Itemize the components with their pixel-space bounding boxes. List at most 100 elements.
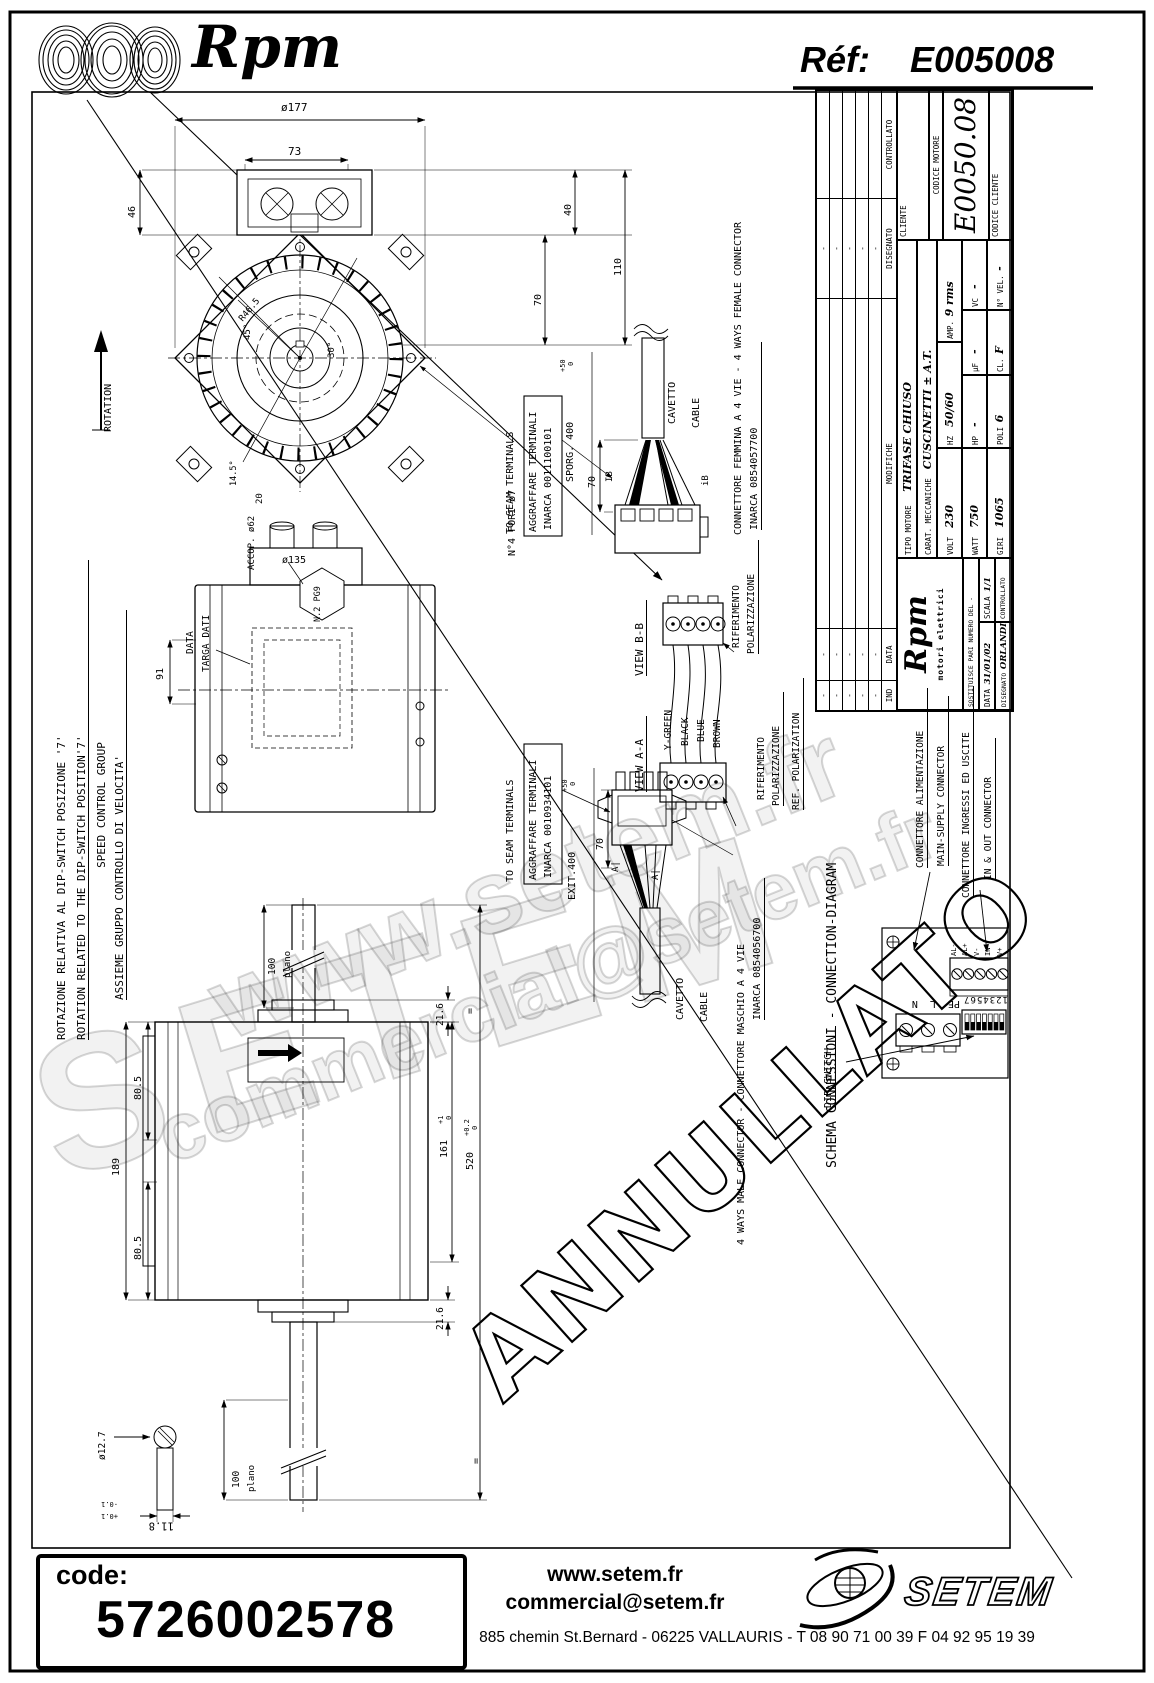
dim-520: 520 [465, 1151, 476, 1170]
dip-switch-label: DIP-SWITCH [823, 1026, 836, 1108]
tb-carat-row: CARAT. MECCANICHE CUSCINETTI ± A.T. [917, 240, 937, 558]
footer-email[interactable]: commercial@setem.fr [505, 1591, 725, 1614]
dim-100-bot: 100 [231, 1470, 242, 1488]
crimp-male-1: AGGRAFFARE TERMINALI [528, 759, 539, 880]
rev-col-data: DATA [882, 628, 897, 680]
dim-70-female: 70 [587, 475, 598, 488]
plano-top: plano [283, 950, 293, 978]
tb-tipo-row: TIPO MOTORE TRIFASE CHIUSO [897, 240, 917, 558]
ref-label: Réf: [800, 39, 870, 80]
rev-dash: - [817, 680, 830, 710]
seam-terminals-female: TO SEAM TERMINALS [505, 431, 516, 534]
angle-145: 14.5° [229, 460, 239, 486]
dim-805-bot: 80.5 [133, 1235, 144, 1260]
ib-label-1: IB [605, 471, 615, 482]
setem-brand-text: SETEM [901, 1569, 1057, 1615]
plate-label-en: DATA [185, 631, 196, 654]
rif-polar-2a: RIFERIMENTO [756, 737, 767, 800]
rev-col-disegnato: DISEGNATO [882, 198, 897, 298]
female-connector-code: INARCA 0854057700 [749, 342, 762, 530]
tb-watt-cell: WATT 750 [962, 448, 987, 558]
rev-col-modifiche: MODIFICHE [882, 298, 897, 628]
tol-520-z: 0 [471, 1125, 479, 1130]
tb-controllato-cell: CONTROLLATO [995, 558, 1012, 622]
accop-label: ACCOP. ø62 [247, 515, 257, 570]
male-connector-code: INARCA 0854056700 [752, 878, 765, 1020]
dim-d135: ø135 [282, 555, 307, 566]
dim-40: 40 [563, 203, 574, 216]
ref-polarization: REF. POLARIZATION [791, 678, 804, 810]
pg9-label: N.2 PG9 [313, 586, 323, 622]
note-rotazione-it: ROTAZIONE RELATIVA AL DIP-SWITCH POSIZIO… [55, 735, 68, 1040]
dim-d127: ø12.7 [97, 1431, 108, 1460]
rif-polar-1b: POLARIZZAZIONE [746, 540, 759, 654]
ref-value: E005008 [910, 39, 1055, 80]
tol-161-z: 0 [445, 1115, 453, 1120]
wire-blue: BLUE [696, 719, 707, 742]
tb-logo-sub: motori elettrici [936, 587, 945, 681]
alim-label-en: MAIN-SUPPLY CONNECTOR [936, 696, 949, 866]
note-rotation-en: ROTATION RELATED TO THE DIP-SWITCH POSIT… [75, 560, 89, 1040]
sporg-tol-p: +50 [559, 359, 567, 372]
tb-hp-cell: HP - [962, 375, 987, 448]
tb-cliente-cell: CLIENTE [897, 90, 929, 240]
cable-female: CABLE [691, 397, 702, 428]
tb-nvel-cell: N° VEL. - [987, 240, 1012, 310]
cable-male: CABLE [699, 991, 710, 1022]
dim-100-top: 100 [267, 957, 278, 975]
io-label-en: IN & OUT CONNECTOR [983, 738, 996, 880]
terminal-v-minus: V- [973, 947, 981, 956]
crimp-female-2: INARCA 0011100101 [543, 427, 554, 530]
dim-73: 73 [288, 145, 302, 158]
eq-top: = [465, 1007, 476, 1014]
note-speed-group-it: ASSIEME GRUPPO CONTROLLO DI VELOCITA' [113, 610, 127, 1000]
dip-numbers: 1234567 [963, 994, 1008, 1004]
dim-d177: ø177 [281, 101, 308, 114]
seam-terminals-male: TO SEAM TERMINALS [505, 779, 516, 882]
footer-address: 885 chemin St.Bernard - 06225 VALLAURIS … [479, 1629, 1035, 1646]
plano-bot: plano [247, 1464, 257, 1492]
plate-label-it: TARGA DATI [201, 614, 212, 672]
crimp-female-1: AGGRAFFARE TERMINALI [528, 411, 539, 532]
angle-45: 45° [243, 323, 253, 340]
a-label-2: A| [651, 869, 661, 880]
wire-black: BLACK [680, 717, 691, 746]
dim-189: 189 [111, 1157, 122, 1176]
eq-bot: = [471, 1457, 482, 1464]
dim-70-front: 70 [533, 293, 544, 306]
rev-col-ind: IND [882, 680, 897, 710]
tb-vc-cell: VC - [962, 240, 987, 310]
tb-scala-cell: SCALA 1/1 [979, 558, 995, 622]
rif-polar-2b: POLARIZZAZIONE [771, 692, 784, 806]
tb-uf-cell: µF - [962, 310, 987, 375]
view-bb-label: VIEW B-B [633, 600, 647, 676]
dim-20: 20 [255, 493, 265, 504]
tol-118-m: -0.1 [101, 1500, 118, 1508]
tb-giri-cell: GIRI 1065 [987, 448, 1012, 558]
dim-216-top: 21.6 [435, 1003, 446, 1026]
terminal-al-minus: AL- [950, 943, 958, 956]
io-label-it: CONNETTORE INGRESSI ED USCITE [961, 686, 974, 898]
rpm-logo-text: Rpm [192, 13, 343, 81]
exit-label: EXIT.400 [567, 851, 578, 900]
exit-tol-p: +50 [561, 779, 569, 792]
terminal-al-plus: AL+ [961, 943, 969, 956]
rif-polar-1a: RIFERIMENTO [731, 585, 742, 648]
cavetto-female: CAVETTO [667, 381, 678, 424]
tol-118-p: +0.1 [101, 1512, 118, 1520]
tb-logo-cell: Rpm motori elettrici [897, 558, 963, 710]
wire-brown: BROWN [712, 719, 723, 748]
footer-web[interactable]: www.setem.fr [547, 1563, 683, 1586]
tb-codcli-label: CODICE CLIENTE [989, 90, 1012, 240]
dim-46: 46 [127, 205, 138, 218]
exit-tol-z: 0 [569, 781, 577, 786]
ib-label-2: iB [701, 475, 711, 486]
female-connector-name: CONNETTORE FEMMINA A 4 VIE - 4 WAYS FEMA… [733, 221, 744, 535]
dim-91: 91 [155, 667, 166, 680]
tb-hz-cell: HZ 50/60 [937, 342, 962, 448]
tb-logo-script: Rpm [899, 595, 934, 673]
terminal-v-plus: V+ [996, 947, 1004, 956]
tb-data-cell: DATA 31/01/02 [979, 622, 995, 710]
